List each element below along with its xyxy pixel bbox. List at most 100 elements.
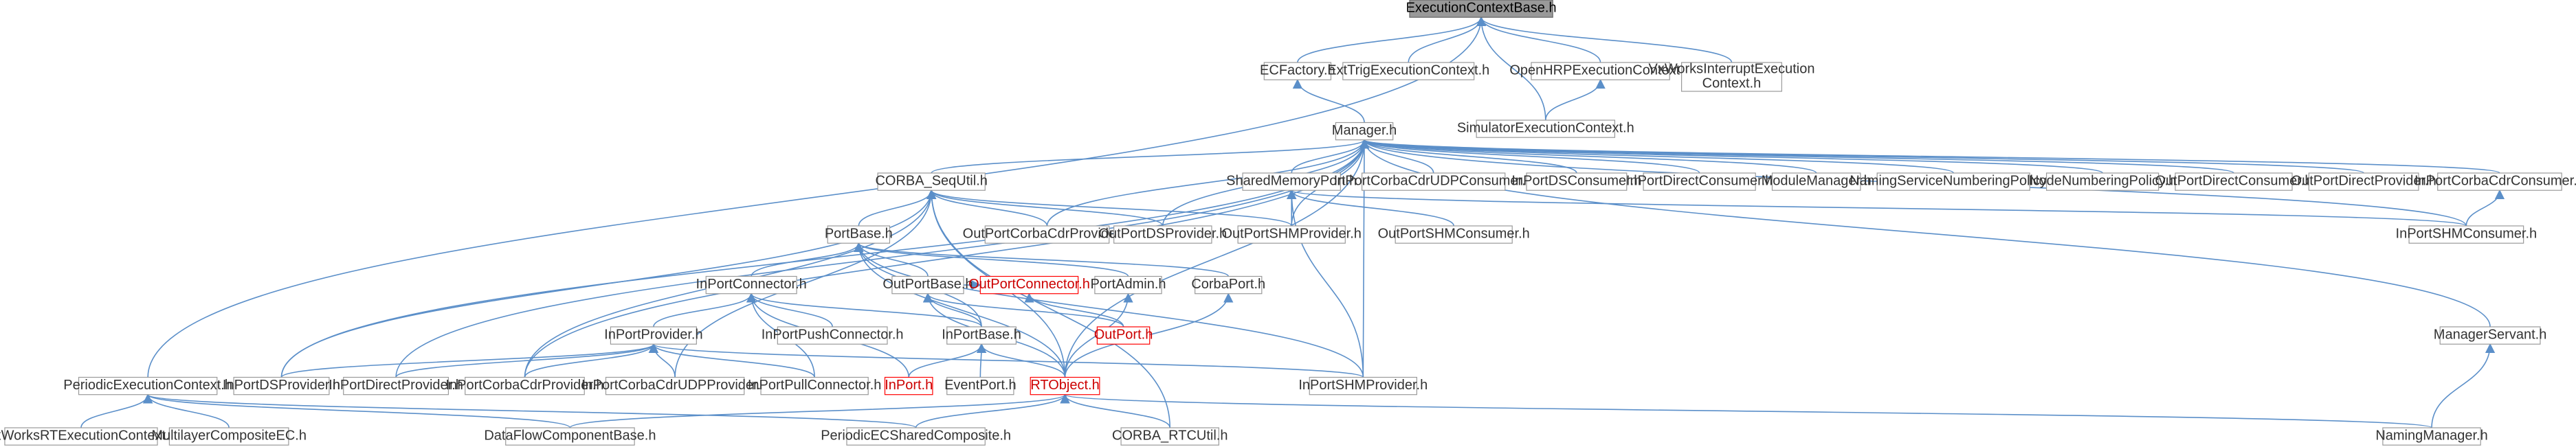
node-openhrpexecutioncontext-h[interactable]: OpenHRPExecutionContext.h	[1509, 62, 1691, 80]
node-inportdsprovider-h[interactable]: InPortDSProvider.h	[223, 376, 340, 396]
node-inportpullconnector-h[interactable]: InPortPullConnector.h	[748, 376, 882, 396]
edge-inportshmprovider-h-to-portbase-h	[854, 242, 1364, 378]
node-outportdirectprovider-h[interactable]: OutPortDirectProvider.h	[2291, 172, 2436, 191]
node-box	[984, 225, 1110, 244]
node-inportprovider-h[interactable]: InPortProvider.h	[604, 326, 703, 345]
node-box	[1263, 62, 1332, 80]
node-nodenumberingpolicy-h[interactable]: NodeNumberingPolicy.h	[2029, 172, 2176, 191]
node-box	[1195, 275, 1263, 295]
node-box	[610, 326, 697, 345]
node-rtobject-h[interactable]: RTObject.h	[1030, 376, 1100, 396]
node-box	[846, 427, 986, 446]
edge-inportcorbacdrprovider-h-to-inportprovider-h	[524, 343, 658, 378]
node-inportcorbacdrprovider-h[interactable]: InPortCorbaCdrProvider.h	[445, 376, 604, 396]
node-inportconnector-h[interactable]: InPortConnector.h	[696, 275, 807, 295]
edge-inportdirectconsumer-h-to-manager-h	[1359, 139, 1700, 174]
node-inportdirectprovider-h[interactable]: InPortDirectProvider.h	[329, 376, 463, 396]
node-box	[1030, 376, 1100, 396]
node-inport-h[interactable]: InPort.h	[884, 376, 933, 396]
node-label: ExecutionContextBase.h	[1406, 1, 1557, 16]
node-label: PortBase.h	[825, 227, 893, 242]
node-executioncontextbase-h[interactable]: ExecutionContextBase.h	[1406, 0, 1557, 18]
node-box	[1409, 0, 1553, 18]
node-outportshmconsumer-h[interactable]: OutPortSHMConsumer.h	[1378, 225, 1530, 244]
edge-inport-h-to-inportbase-h	[908, 343, 987, 378]
edge-rtobject-h-to-portadmin-h	[1064, 293, 1133, 378]
node-corba-rtcutil-h[interactable]: CORBA_RTCUtil.h	[1112, 427, 1228, 446]
node-periodicecsharedcomposite-h[interactable]: PeriodicECSharedComposite.h	[821, 427, 1011, 446]
edge-outportshmprovider-h-to-corba-sequtil-h	[926, 189, 1293, 227]
node-portadmin-h[interactable]: PortAdmin.h	[1090, 275, 1166, 295]
node-label: OutPortDirectConsumer.h	[2155, 174, 2313, 189]
node-inportcorbacdrconsumer-h[interactable]: InPortCorbaCdrConsumer.h	[2414, 172, 2576, 191]
node-outportconnector-h[interactable]: OutPortConnector.h	[968, 275, 1090, 295]
edge-inportshmprovider-h-to-inportprovider-h	[649, 343, 1364, 378]
edge-inportdirectprovider-h-to-inportprovider-h	[395, 343, 658, 378]
node-inportshmprovider-h[interactable]: InPortSHMProvider.h	[1298, 376, 1428, 396]
node-outportshmprovider-h[interactable]: OutPortSHMProvider.h	[1221, 225, 1362, 244]
node-box	[1094, 275, 1162, 295]
node-label: RTObject.h	[1030, 378, 1099, 393]
node-corba-sequtil-h[interactable]: CORBA_SeqUtil.h	[875, 172, 988, 191]
node-box	[760, 376, 869, 396]
node-eventport-h[interactable]: EventPort.h	[944, 376, 1017, 396]
node-box	[2382, 427, 2481, 446]
edge-inportcorbacdrconsumer-h-to-manager-h	[1359, 139, 2500, 174]
node-label: InPortDirectProvider.h	[329, 378, 463, 393]
node-label: NodeNumberingPolicy.h	[2029, 174, 2176, 189]
node-portbase-h[interactable]: PortBase.h	[825, 225, 893, 244]
edge-layer	[80, 16, 2505, 428]
node-inportpushconnector-h[interactable]: InPortPushConnector.h	[762, 326, 904, 345]
node-label: CORBA_RTCUtil.h	[1112, 428, 1228, 444]
node-box	[891, 275, 964, 295]
node-box	[946, 376, 1014, 396]
node-simulatorexecutioncontext-h[interactable]: SimulatorExecutionContext.h	[1457, 119, 1634, 138]
node-label: OutPortSHMProvider.h	[1221, 227, 1361, 242]
node-corbaport-h[interactable]: CorbaPort.h	[1191, 275, 1265, 295]
node-inportdirectconsumer-h[interactable]: InPortDirectConsumer.h	[1626, 172, 1773, 191]
node-label: VxWorksInterruptExecution	[1649, 62, 1815, 77]
node-label: Manager.h	[1332, 123, 1397, 138]
node-box	[233, 376, 330, 396]
node-inportbase-h[interactable]: InPortBase.h	[942, 326, 1021, 345]
node-inportshmconsumer-h[interactable]: InPortSHMConsumer.h	[2396, 225, 2538, 244]
node-label: ECFactory.h	[1260, 63, 1335, 78]
node-periodicexecutioncontext-h[interactable]: PeriodicExecutionContext.h	[63, 376, 232, 396]
node-managerservant-h[interactable]: ManagerServant.h	[2434, 326, 2547, 345]
node-namingmanager-h[interactable]: NamingManager.h	[2375, 427, 2488, 446]
node-inportdsconsumer-h[interactable]: InPortDSConsumer.h	[1511, 172, 1641, 191]
node-outportcorbacdrprovider-h[interactable]: OutPortCorbaCdrProvider.h	[963, 225, 1132, 244]
node-box	[1526, 172, 1628, 191]
node-manager-h[interactable]: Manager.h	[1332, 122, 1397, 141]
node-vxworksrtexecutioncontext-h[interactable]: VxWorksRTExecutionContext.h	[0, 427, 177, 446]
node-exttrigexecutioncontext-h[interactable]: ExtTrigExecutionContext.h	[1327, 62, 1489, 80]
node-label: SharedMemoryPort.h	[1226, 174, 1357, 189]
node-label: OutPortDSProvider.h	[1098, 227, 1227, 242]
node-sharedmemoryport-h[interactable]: SharedMemoryPort.h	[1226, 172, 1357, 191]
node-inportcorbacdrudpconsumer-h[interactable]: InPortCorbaCdrUDPConsumer.h	[1334, 172, 1533, 191]
node-label: ManagerServant.h	[2434, 328, 2547, 343]
node-label: CORBA_SeqUtil.h	[875, 174, 987, 189]
node-box	[1476, 119, 1616, 138]
node-outportdirectconsumer-h[interactable]: OutPortDirectConsumer.h	[2155, 172, 2313, 191]
node-outport-h[interactable]: OutPort.h	[1094, 326, 1153, 345]
node-box	[2175, 172, 2293, 191]
node-dataflowcomponentbase-h[interactable]: DataFlowComponentBase.h	[484, 427, 656, 446]
node-ecfactory-h[interactable]: ECFactory.h	[1260, 62, 1335, 80]
node-multilayercompositeec-h[interactable]: MultilayerCompositeEC.h	[151, 427, 307, 446]
node-box	[2439, 326, 2541, 345]
node-namingservicenumberingpolicy-h[interactable]: NamingServiceNumberingPolicy.h	[1850, 172, 2057, 191]
node-label: InPortCorbaCdrUDPConsumer.h	[1334, 174, 1533, 189]
node-modulemanager-h[interactable]: ModuleManager.h	[1762, 172, 1872, 191]
node-outportbase-h[interactable]: OutPortBase.h	[882, 275, 973, 295]
edge-outportcorbacdrprovider-h-to-manager-h	[1046, 139, 1370, 227]
node-label: InPortCorbaCdrProvider.h	[445, 378, 603, 393]
edge-rtobject-h-to-inportbase-h	[976, 343, 1066, 378]
node-outportdsprovider-h[interactable]: OutPortDSProvider.h	[1098, 225, 1227, 244]
node-inportcorbacdrudpprovider-h[interactable]: InPortCorbaCdrUDPProvider.h	[581, 376, 768, 396]
edge-vxworksrtexecutioncontext-h-to-periodicexecutioncontext-h	[80, 393, 153, 428]
edge-namingmanager-h-to-managerservant-h	[2431, 343, 2496, 428]
edge-corba-rtcutil-h-to-corba-sequtil-h	[926, 189, 1171, 428]
node-box	[1531, 62, 1670, 80]
